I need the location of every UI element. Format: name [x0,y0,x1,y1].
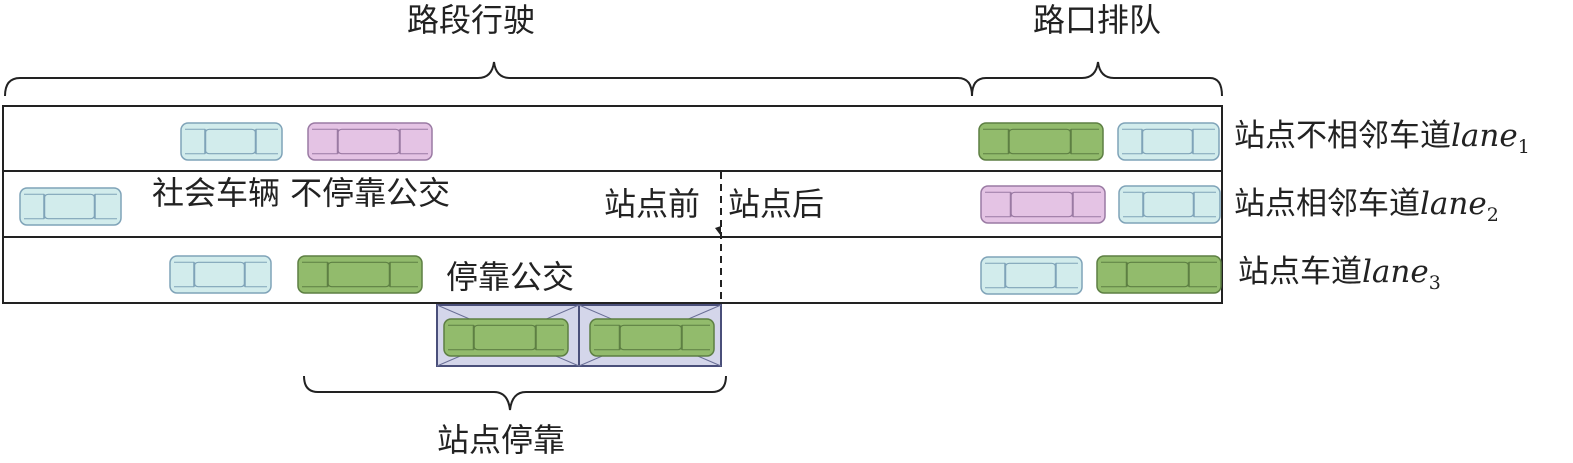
nonstop-bus [980,185,1106,224]
nonstop-bus [307,122,433,161]
segment-brace [4,61,973,97]
stop-bus [443,318,569,357]
car [1118,185,1221,224]
car [180,122,283,161]
car [169,255,272,294]
vehicles [19,122,1222,357]
stop-bus [1096,255,1222,294]
lane-2-id: lane [1420,186,1487,222]
lane-3-id: lane [1362,254,1429,290]
lane-1-id: lane [1451,118,1518,154]
car [19,187,122,226]
stopping-bus-label: 停靠公交 [446,258,575,296]
road-outline [2,105,1223,304]
stop-bus [297,255,423,294]
car [1117,122,1220,161]
road-lanes [2,105,1223,304]
car [980,256,1083,295]
lane-3-label: 站点车道lane3 [1238,257,1441,293]
stop-dwelling-label: 站点停靠 [437,421,566,459]
social-vehicles-label: 社会车辆 不停靠公交 [152,174,451,212]
before-stop-label: 站点前 [604,185,701,223]
stop-brace [303,375,727,411]
stop-bus [589,318,715,357]
lane-2-sub: 2 [1486,204,1499,227]
lane-1-name: 站点不相邻车道 [1234,118,1451,154]
lane-1-sub: 1 [1517,136,1530,159]
intersection-queue-label: 路口排队 [1033,1,1162,39]
lane-3-sub: 3 [1428,272,1441,295]
lane-3-name: 站点车道 [1238,254,1362,290]
lane-1-label: 站点不相邻车道lane1 [1234,121,1530,157]
lane-2-name: 站点相邻车道 [1234,186,1420,222]
queue-brace [971,61,1223,97]
lane-2-label: 站点相邻车道lane2 [1234,189,1499,225]
after-stop-label: 站点后 [728,185,825,223]
stop-line-arrowhead [715,226,721,236]
segment-driving-label: 路段行驶 [407,1,536,39]
stop-bus [978,122,1104,161]
